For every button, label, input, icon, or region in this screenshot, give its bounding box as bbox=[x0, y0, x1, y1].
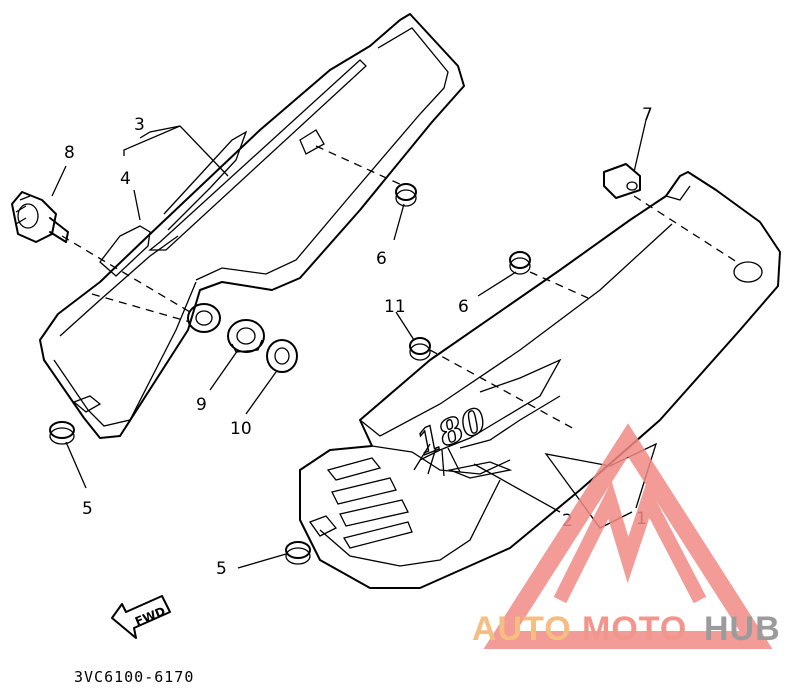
watermark-moto: MOTO bbox=[582, 610, 687, 648]
fwd-label: FWD bbox=[133, 604, 167, 629]
automotohub-logo: AUTO MOTO HUB bbox=[472, 423, 781, 649]
callout-10: 10 bbox=[230, 419, 252, 439]
right-side-cover: 180 bbox=[299, 171, 781, 589]
callout-5-left: 5 bbox=[82, 499, 93, 519]
watermark-auto: AUTO bbox=[472, 610, 572, 648]
callout-5-bottom: 5 bbox=[216, 559, 227, 579]
assembly-lines bbox=[61, 145, 741, 431]
grommet-part-6-right bbox=[509, 251, 531, 275]
callout-6-left: 6 bbox=[376, 249, 387, 269]
callout-4: 4 bbox=[120, 169, 131, 189]
grommet-part-11 bbox=[409, 337, 431, 361]
callout-8: 8 bbox=[64, 143, 75, 163]
callout-11: 11 bbox=[384, 297, 406, 317]
damper-part-7 bbox=[603, 163, 641, 199]
callout-7: 7 bbox=[642, 105, 653, 125]
callout-3: 3 bbox=[134, 115, 145, 135]
grommet-part-6-left bbox=[395, 183, 417, 207]
leader-lines bbox=[51, 119, 658, 569]
callout-9: 9 bbox=[196, 395, 207, 415]
washer-part-10 bbox=[266, 339, 298, 373]
washer-part-9 bbox=[227, 319, 265, 353]
grommet-part-5-bottom bbox=[285, 541, 311, 565]
callout-6-right: 6 bbox=[458, 297, 469, 317]
lock-assembly-part-8 bbox=[11, 191, 69, 243]
callout-labels: 3 4 8 6 6 11 7 9 10 5 5 2 1 bbox=[64, 105, 653, 579]
diagram-code: 3VC6100-6170 bbox=[74, 668, 194, 686]
forward-arrow: FWD bbox=[111, 595, 171, 639]
grommet-part-5-left bbox=[49, 421, 75, 445]
watermark-hub: HUB bbox=[704, 610, 781, 648]
left-side-cover bbox=[39, 13, 465, 439]
